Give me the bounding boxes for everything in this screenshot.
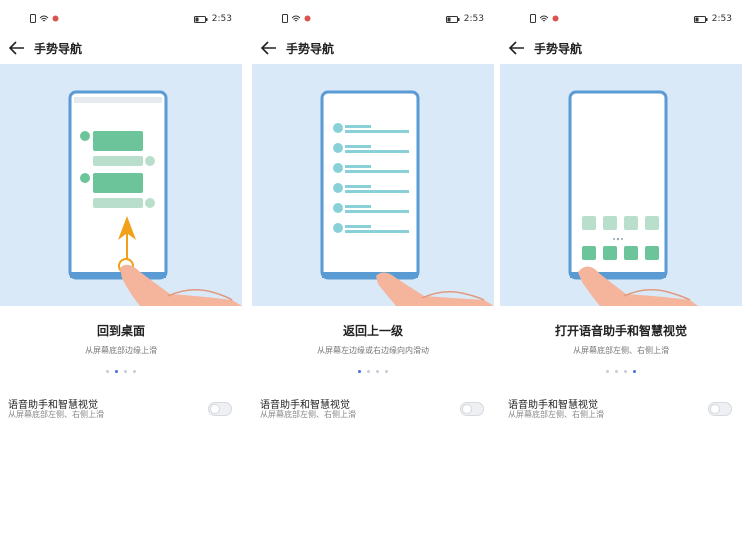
gesture-caption: 打开语音助手和智慧视觉 [554,324,687,338]
illustration-home-gesture [0,64,242,306]
page-dot-1 [606,370,609,373]
page-dot-1 [358,370,361,373]
page-indicator [500,370,742,373]
setting-subtitle: 从屏幕底部左侧、右侧上滑 [260,410,356,419]
setting-title: 语音助手和智慧视觉 [8,400,98,411]
page-dot-2 [115,370,118,373]
screen-back-gesture: 2:53 手势导航 返回上一级 从屏幕左边缘或右边缘向内滑动 [252,0,494,536]
app-bar: 手势导航 [0,38,242,58]
setting-subtitle: 从屏幕底部左侧、右侧上滑 [8,410,104,419]
voice-assistant-toggle[interactable] [708,402,732,416]
toggle-knob [710,404,720,414]
sim-icon [530,14,536,23]
gesture-subcaption: 从屏幕左边缘或右边缘向内滑动 [317,346,429,355]
wifi-icon [39,15,49,21]
back-arrow-icon[interactable] [260,40,278,56]
page-dot-2 [367,370,370,373]
status-time: 2:53 [711,14,732,24]
gesture-caption: 返回上一级 [342,324,403,338]
setting-subtitle: 从屏幕底部左侧、右侧上滑 [508,410,604,419]
gesture-subcaption: 从屏幕底部左侧、右侧上滑 [573,346,669,355]
setting-title: 语音助手和智慧视觉 [260,400,350,411]
toggle-knob [462,404,472,414]
page-dot-2 [615,370,618,373]
app-bar: 手势导航 [500,38,742,58]
wifi-icon [539,15,549,21]
page-dot-4 [385,370,388,373]
voice-assistant-toggle[interactable] [460,402,484,416]
battery-icon [193,15,208,23]
voice-assistant-toggle[interactable] [208,402,232,416]
setting-voice-assistant[interactable]: 语音助手和智慧视觉 从屏幕底部左侧、右侧上滑 [252,394,494,434]
notification-badge-icon [304,15,311,22]
status-icons-left [530,14,559,24]
wifi-icon [291,15,301,21]
illustration-assistant-gesture [500,64,742,306]
status-icons-right: 2:53 [693,14,732,24]
page-title: 手势导航 [286,42,335,56]
screen-home-gesture: 2:53 手势导航 回到桌面 从屏幕底部边缘上滑 [0,0,242,536]
setting-title: 语音助手和智慧视觉 [508,400,598,411]
status-bar: 2:53 [0,12,242,28]
status-bar: 2:53 [500,12,742,28]
toggle-knob [210,404,220,414]
setting-voice-assistant[interactable]: 语音助手和智慧视觉 从屏幕底部左侧、右侧上滑 [500,394,742,434]
status-time: 2:53 [463,14,484,24]
status-icons-left [30,14,59,24]
gesture-subcaption: 从屏幕底部边缘上滑 [85,346,157,355]
page-indicator [0,370,242,373]
page-title: 手势导航 [534,42,583,56]
page-dot-4 [633,370,636,373]
gesture-caption: 回到桌面 [96,324,145,338]
page-indicator [252,370,494,373]
battery-icon [693,15,708,23]
notification-badge-icon [52,15,59,22]
status-time: 2:53 [211,14,232,24]
screen-assistant-gesture: 2:53 手势导航 打开语音助手和智慧视觉 从屏幕底部左侧、右侧上滑 [500,0,742,536]
back-arrow-icon[interactable] [8,40,26,56]
status-icons-left [282,14,311,24]
setting-voice-assistant[interactable]: 语音助手和智慧视觉 从屏幕底部左侧、右侧上滑 [0,394,242,434]
page-dot-3 [124,370,127,373]
page-dot-3 [376,370,379,373]
illustration-back-gesture [252,64,494,306]
app-bar: 手势导航 [252,38,494,58]
page-dot-4 [133,370,136,373]
status-bar: 2:53 [252,12,494,28]
page-title: 手势导航 [34,42,83,56]
page-dot-3 [624,370,627,373]
status-icons-right: 2:53 [193,14,232,24]
page-dot-1 [106,370,109,373]
back-arrow-icon[interactable] [508,40,526,56]
battery-icon [445,15,460,23]
status-icons-right: 2:53 [445,14,484,24]
sim-icon [282,14,288,23]
notification-badge-icon [552,15,559,22]
sim-icon [30,14,36,23]
